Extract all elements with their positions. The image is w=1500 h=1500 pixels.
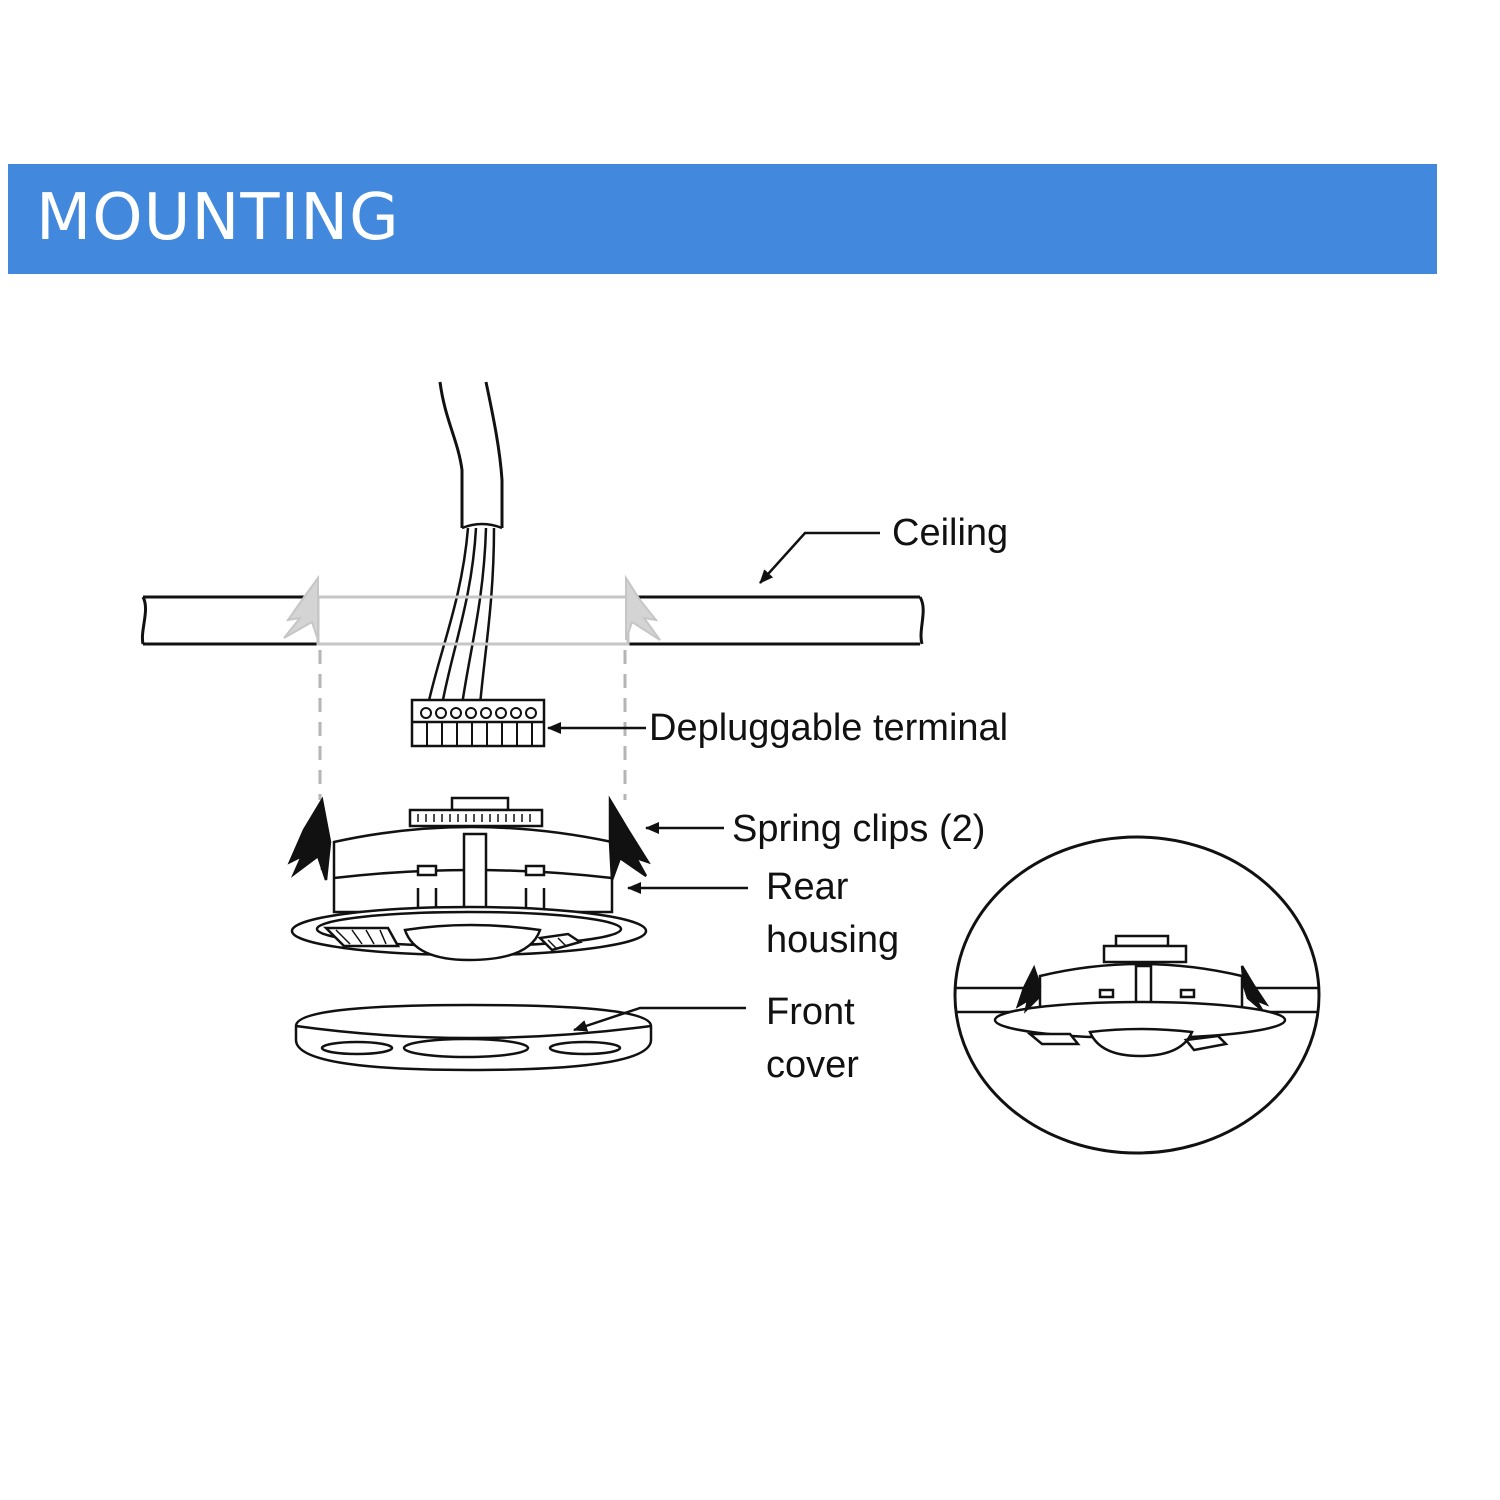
page-title: MOUNTING [36, 181, 400, 255]
label-ceiling: Ceiling [892, 512, 1008, 554]
front-cover [294, 1003, 653, 1072]
label-depluggable-terminal: Depluggable terminal [649, 707, 1008, 749]
ceiling-slab [140, 574, 925, 646]
label-front-cover-2: cover [766, 1044, 859, 1086]
label-rear-housing-1: Rear [766, 866, 849, 908]
label-spring-clips: Spring clips (2) [732, 808, 985, 850]
cable-wires [426, 527, 496, 706]
alignment-guides [318, 650, 627, 800]
installed-detail-view [953, 835, 1321, 1155]
depluggable-terminal [410, 698, 546, 748]
callout-leaders [547, 531, 880, 1032]
label-rear-housing-2: housing [766, 919, 899, 961]
label-front-cover-1: Front [766, 991, 855, 1033]
rear-housing [287, 795, 651, 962]
cable [438, 381, 504, 530]
header-banner [8, 164, 1437, 274]
